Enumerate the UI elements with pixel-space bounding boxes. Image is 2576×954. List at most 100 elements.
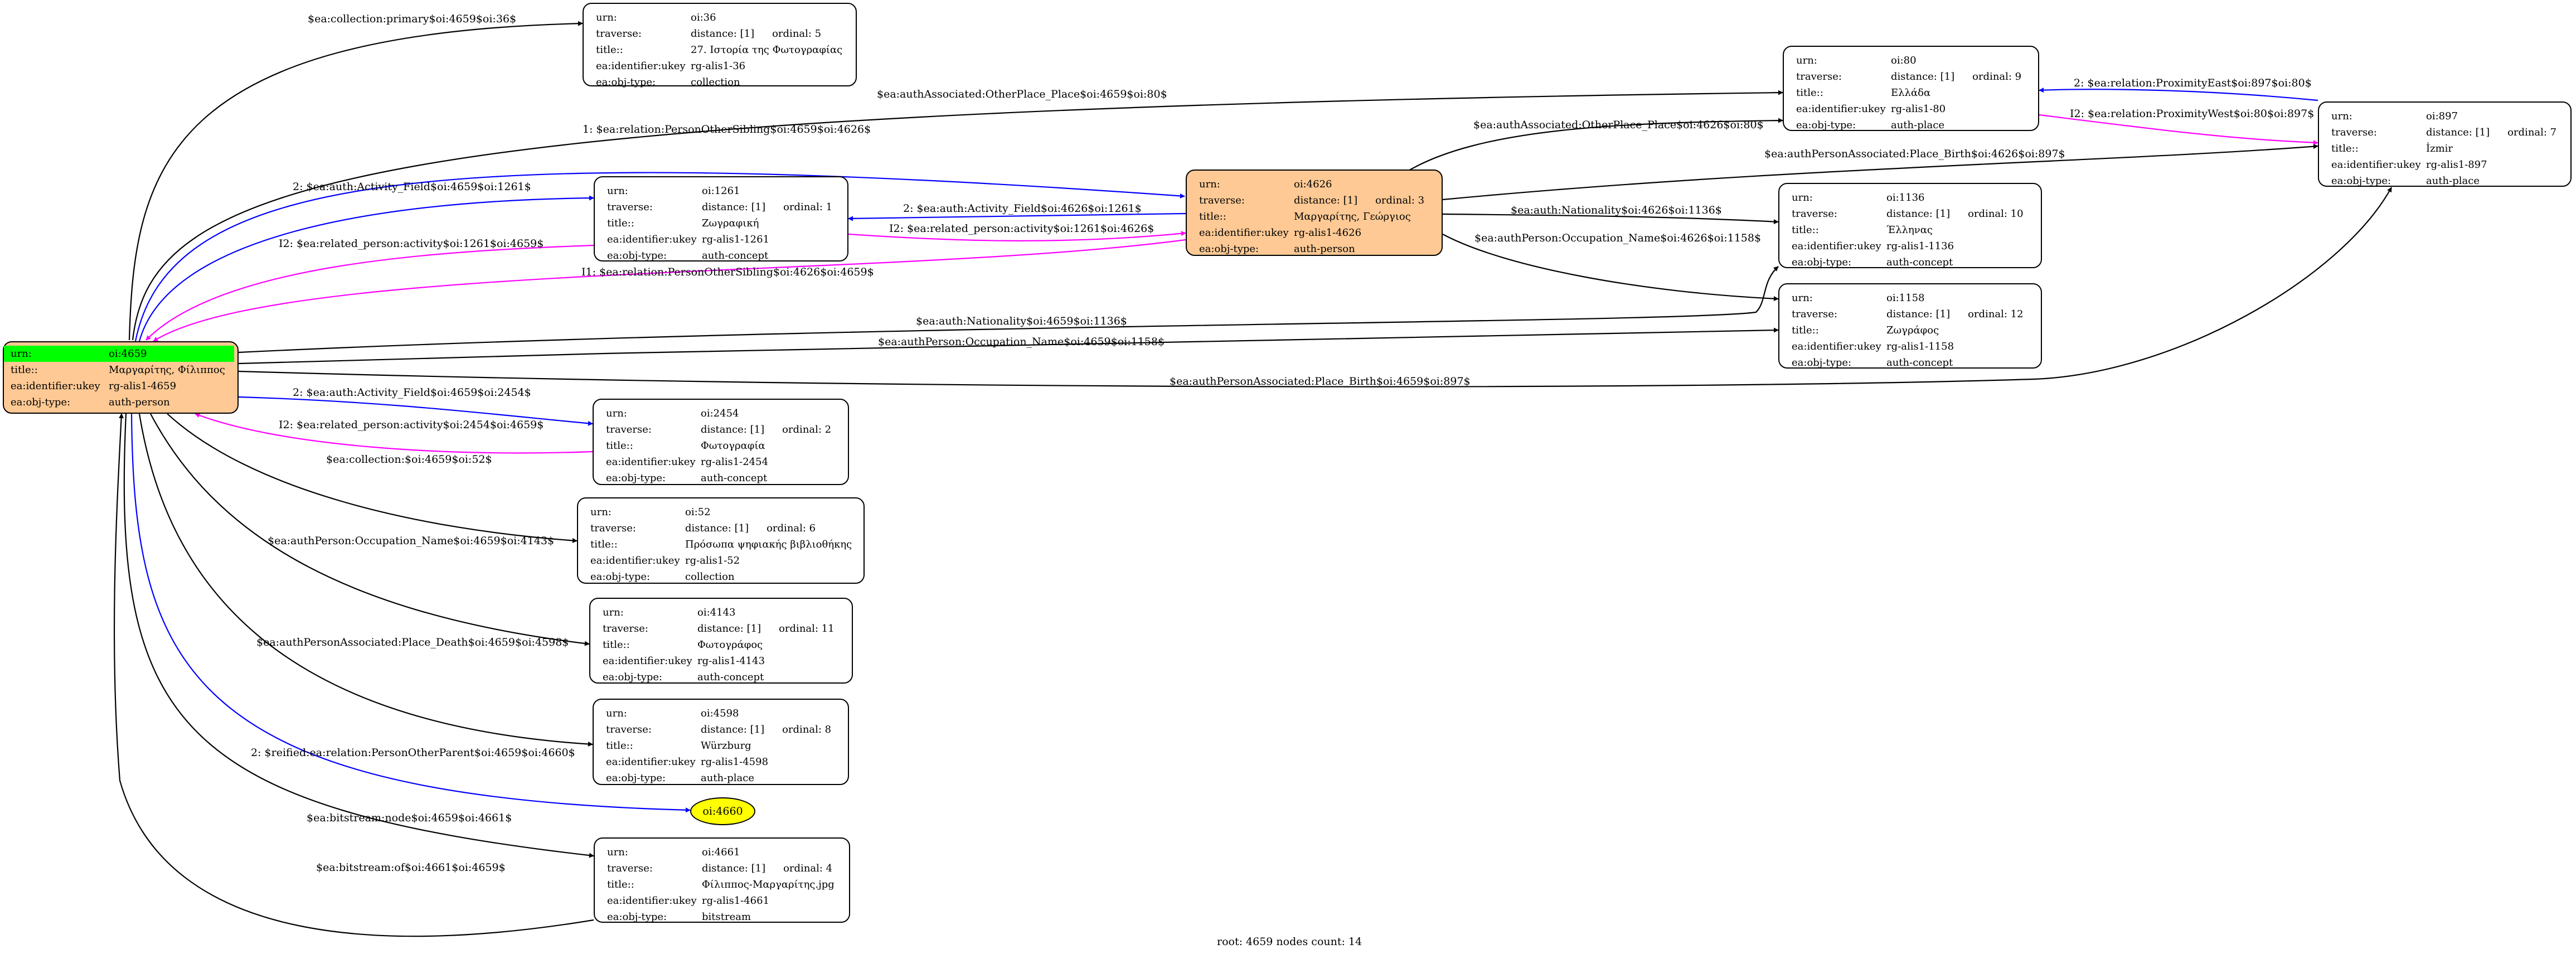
- field-label: ea:obj-type:: [1792, 256, 1852, 268]
- field-label: title::: [607, 879, 634, 890]
- field-label: traverse:: [590, 522, 636, 534]
- node-distance: distance: [1]: [1886, 208, 1951, 220]
- node-ordinal: ordinal: 2: [782, 424, 832, 435]
- edge-4659-4660: [130, 413, 691, 813]
- node-ukey: rg-alis1-897: [2426, 159, 2487, 171]
- field-label: ea:identifier:ukey: [606, 456, 696, 468]
- edge-4626-1158: [1442, 234, 1779, 302]
- field-label: ea:identifier:ukey: [603, 655, 692, 667]
- node-oi-52[interactable]: urn:oi:52 traverse:distance: [1]ordinal:…: [577, 497, 865, 584]
- field-label: urn:: [1199, 178, 1220, 190]
- node-type: bitstream: [702, 911, 751, 923]
- node-label: oi:4660: [702, 805, 743, 817]
- edge-label: $ea:auth:Nationality$oi:4626$oi:1136$: [1511, 204, 1722, 216]
- node-oi-4626[interactable]: urn:oi:4626 traverse:distance: [1]ordina…: [1186, 170, 1443, 256]
- node-oi-1261[interactable]: urn:oi:1261 traverse:distance: [1]ordina…: [594, 176, 848, 261]
- field-label: urn:: [1792, 292, 1813, 304]
- node-ukey: rg-alis1-4661: [702, 895, 770, 907]
- node-urn: oi:4661: [702, 846, 740, 858]
- edge-label: 2: $ea:auth:Activity_Field$oi:4659$oi:12…: [293, 181, 531, 193]
- edge-4659-897: [238, 187, 2392, 388]
- node-oi-4143[interactable]: urn:oi:4143 traverse:distance: [1]ordina…: [589, 598, 853, 684]
- node-title: İzmir: [2426, 143, 2453, 154]
- node-ukey: rg-alis1-4626: [1294, 227, 1362, 239]
- node-oi-4660[interactable]: oi:4660: [690, 797, 755, 825]
- node-ordinal: ordinal: 5: [772, 28, 822, 40]
- edge-4626-4659: [153, 239, 1186, 342]
- node-urn: oi:4659: [109, 348, 147, 360]
- edge-label: I2: $ea:related_person:activity$oi:2454$…: [279, 419, 544, 431]
- node-oi-80[interactable]: urn:oi:80 traverse:distance: [1]ordinal:…: [1783, 46, 2039, 131]
- node-title: Ελλάδα: [1891, 87, 1931, 99]
- node-urn: oi:2454: [701, 408, 739, 419]
- node-ukey: rg-alis1-2454: [701, 456, 769, 468]
- node-ukey: rg-alis1-80: [1891, 103, 1946, 115]
- field-label: ea:identifier:ukey: [596, 60, 686, 72]
- field-label: ea:identifier:ukey: [590, 555, 680, 566]
- edge-label: $ea:authPerson:Occupation_Name$oi:4626$o…: [1474, 232, 1761, 244]
- node-ukey: rg-alis1-36: [691, 60, 746, 72]
- node-distance: distance: [1]: [1891, 71, 1955, 83]
- node-oi-4659[interactable]: urn:oi:4659 title::Μαργαρίτης, Φίλιππος …: [3, 341, 239, 414]
- field-label: ea:obj-type:: [11, 396, 71, 408]
- edge-label: $ea:collection:primary$oi:4659$oi:36$: [308, 13, 516, 25]
- field-label: title::: [603, 639, 630, 651]
- node-distance: distance: [1]: [702, 201, 766, 213]
- node-type: collection: [691, 76, 740, 88]
- node-ordinal: ordinal: 6: [767, 522, 816, 534]
- node-type: auth-concept: [702, 250, 769, 261]
- edge-label: $ea:authAssociated:OtherPlace_Place$oi:4…: [1473, 119, 1764, 131]
- node-ukey: rg-alis1-1158: [1886, 341, 1954, 352]
- field-label: title::: [606, 440, 633, 452]
- field-label: traverse:: [1792, 308, 1837, 320]
- node-ordinal: ordinal: 1: [783, 201, 833, 213]
- field-label: ea:obj-type:: [607, 250, 667, 261]
- node-urn: oi:4626: [1294, 178, 1332, 190]
- edge-4626-1261: [848, 212, 1186, 221]
- node-type: auth-concept: [1886, 256, 1953, 268]
- node-title: Φίλιππος-Μαργαρίτης.jpg: [702, 879, 835, 890]
- node-oi-2454[interactable]: urn:oi:2454 traverse:distance: [1]ordina…: [593, 399, 849, 485]
- node-title: 27. Ιστορία της Φωτογραφίας: [691, 44, 843, 56]
- edge-label: 2: $ea:auth:Activity_Field$oi:4626$oi:12…: [903, 202, 1142, 215]
- field-label: urn:: [606, 708, 627, 719]
- field-label: ea:obj-type:: [606, 772, 666, 784]
- node-urn: oi:80: [1891, 55, 1917, 66]
- node-urn: oi:1158: [1886, 292, 1925, 304]
- field-label: ea:identifier:ukey: [2331, 159, 2421, 171]
- field-label: ea:identifier:ukey: [606, 756, 696, 768]
- field-label: title::: [1796, 87, 1823, 99]
- node-oi-36[interactable]: urn:oi:36 traverse:distance: [1]ordinal:…: [583, 3, 857, 88]
- field-label: ea:obj-type:: [606, 472, 666, 484]
- field-label: ea:identifier:ukey: [11, 380, 100, 392]
- node-type: auth-person: [1294, 243, 1355, 255]
- node-ukey: rg-alis1-4659: [109, 380, 177, 392]
- node-title: Μαργαρίτης, Γεώργιος: [1294, 211, 1411, 222]
- node-oi-897[interactable]: urn:oi:897 traverse:distance: [1]ordinal…: [2318, 101, 2572, 187]
- field-label: traverse:: [603, 623, 648, 635]
- edge-2454-4659: [195, 413, 593, 454]
- node-type: auth-place: [2426, 175, 2480, 187]
- node-ordinal: ordinal: 9: [1972, 71, 2022, 83]
- field-label: urn:: [2331, 110, 2352, 122]
- node-oi-4598[interactable]: urn:oi:4598 traverse:distance: [1]ordina…: [593, 699, 849, 785]
- node-urn: oi:4143: [697, 607, 736, 618]
- field-label: title::: [596, 44, 623, 56]
- node-oi-4661[interactable]: urn:oi:4661 traverse:distance: [1]ordina…: [594, 837, 850, 923]
- edge-1261-4626: [848, 231, 1186, 241]
- edge-label: $ea:authAssociated:OtherPlace_Place$oi:4…: [877, 88, 1167, 100]
- edge-4659-2454: [238, 396, 593, 426]
- node-urn: oi:52: [685, 506, 711, 518]
- node-oi-1136[interactable]: urn:oi:1136 traverse:distance: [1]ordina…: [1778, 183, 2042, 268]
- edge-4626-80: [1404, 118, 1783, 173]
- node-title: Ζωγράφος: [1886, 325, 1939, 336]
- node-distance: distance: [1]: [691, 28, 755, 40]
- field-label: ea:obj-type:: [607, 911, 667, 923]
- node-oi-1158[interactable]: urn:oi:1158 traverse:distance: [1]ordina…: [1778, 283, 2042, 369]
- edge-4626-897: [1442, 144, 2318, 201]
- field-label: ea:identifier:ukey: [1792, 240, 1881, 252]
- edge-label: $ea:authPersonAssociated:Place_Birth$oi:…: [1764, 148, 2065, 160]
- edge-4659-36: [128, 21, 583, 341]
